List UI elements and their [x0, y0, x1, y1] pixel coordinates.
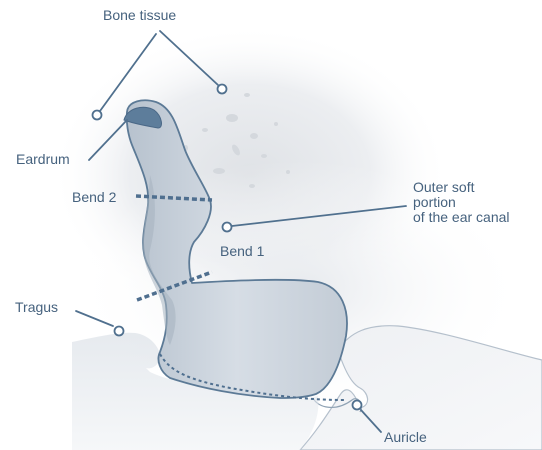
label-outer-soft-portion-line-3: of the ear canal — [413, 210, 510, 225]
label-eardrum: Eardrum — [16, 151, 70, 168]
label-outer-soft-portion: Outer soft portion of the ear canal — [413, 180, 510, 225]
label-bone-tissue: Bone tissue — [103, 7, 176, 24]
label-bend-1: Bend 1 — [220, 243, 264, 260]
label-outer-soft-portion-line-2: portion — [413, 195, 510, 210]
label-auricle: Auricle — [384, 429, 427, 446]
label-bend-2: Bend 2 — [72, 189, 116, 206]
label-outer-soft-portion-line-1: Outer soft — [413, 180, 510, 195]
label-tragus: Tragus — [15, 299, 58, 316]
